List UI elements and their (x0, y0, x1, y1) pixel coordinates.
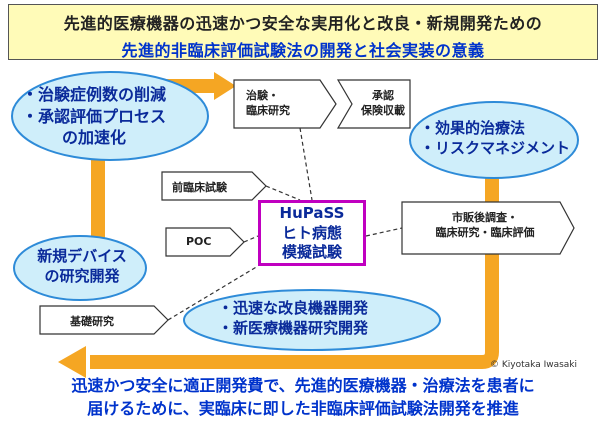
center-line-3: 模擬試験 (281, 243, 342, 261)
ellipse-right (409, 101, 579, 179)
box-approval-label: 承認 保険収載 (361, 89, 405, 118)
title-line-2: 先進的非臨床評価試験法の開発と社会実装の意義 (121, 41, 485, 60)
connector-poc (243, 235, 259, 243)
footer-line-2: 届けるために、実臨床に即した非臨床評価試験法開発を推進 (87, 399, 519, 419)
box-approval (336, 79, 411, 129)
box-poc (165, 227, 245, 257)
footer-text: 迅速かつ安全に適正開発費で、先進的医療機器・治療法を患者に 届けるために、実臨床… (10, 374, 596, 420)
center-line-2: ヒト病態 (281, 223, 342, 242)
ellipse-top-left (11, 71, 209, 161)
box-clinical (233, 79, 337, 129)
box-preclinical (161, 171, 267, 201)
ellipse-left-text: 新規デバイス の研究開発 (37, 247, 127, 286)
hupass-center-box: HuPaSS ヒト病態 模擬試験 (258, 200, 366, 266)
title-line-1: 先進的医療機器の迅速かつ安全な実用化と改良・新規開発ための (63, 14, 543, 33)
loop-arrowhead-top (214, 72, 236, 100)
box-poc-label: POC (186, 235, 212, 248)
ellipse-bottom-text: ・迅速な改良機器開発 ・新医療機器研究開発 (218, 299, 369, 338)
connector-preclinical (265, 185, 301, 201)
box-basic (39, 305, 169, 335)
connector-basic (167, 265, 259, 321)
loop-arrow-right-bottom (90, 150, 499, 369)
footer-line-1: 迅速かつ安全に適正開発費で、先進的医療機器・治療法を患者に (71, 376, 535, 395)
ellipse-right-text: ・効果的治療法 ・リスクマネジメント (420, 119, 571, 158)
ellipse-left (13, 235, 147, 301)
box-clinical-label: 治験・ 臨床研究 (246, 89, 290, 118)
connector-clinical (299, 127, 313, 201)
center-line-1: HuPaSS (279, 204, 345, 222)
loop-arrowhead-left (58, 346, 86, 378)
connector-postmarket (365, 227, 403, 237)
box-postmarket (401, 201, 575, 255)
title-box: 先進的医療機器の迅速かつ安全な実用化と改良・新規開発ための 先進的非臨床評価試験… (8, 4, 598, 60)
ellipse-bottom (183, 289, 441, 351)
ellipse-top-left-text: ・治験症例数の削減 ・承認評価プロセス の加速化 (22, 85, 167, 148)
copyright-text: © Kiyotaka Iwasaki (490, 360, 578, 370)
box-basic-label: 基礎研究 (70, 315, 114, 328)
box-postmarket-label: 市販後調査・ 臨床研究・臨床評価 (435, 211, 535, 240)
box-preclinical-label: 前臨床試験 (172, 181, 227, 194)
